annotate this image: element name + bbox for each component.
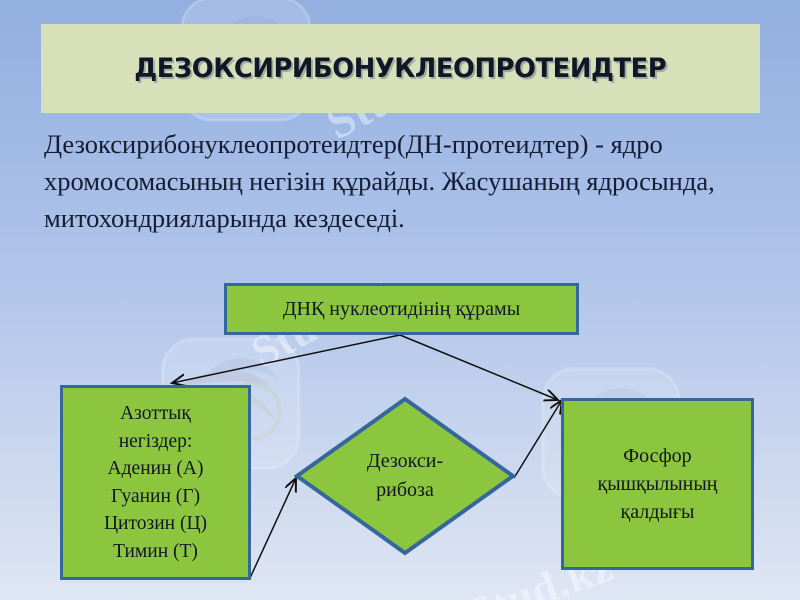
body-paragraph: Дезоксирибонуклеопротеидтер(ДН-протеидте… [44,129,715,233]
node-left-line: Тимин (Т) [113,540,198,562]
title-banner: ДЕЗОКСИРИБОНУКЛЕОПРОТЕИДТЕР [41,24,760,113]
node-right-line: қалдығы [620,501,695,523]
diagram-node-right-label: Фосфор қышқылының қалдығы [598,442,718,526]
node-left-line: Цитозин (Ц) [103,513,208,534]
node-left-line: Аденин (А) [107,458,204,479]
page-title: ДЕЗОКСИРИБОНУКЛЕОПРОТЕИДТЕР [134,53,667,84]
diagram-node-top-label: ДНҚ нуклеотидінің құрамы [282,297,521,320]
diagram-node-right[interactable]: Фосфор қышқылының қалдығы [561,398,754,570]
diagram-node-top[interactable]: ДНҚ нуклеотидінің құрамы [224,283,579,335]
diamond-shape-icon [293,396,517,556]
node-right-line: қышқылының [597,473,718,495]
node-left-line: негіздер: [118,430,193,452]
node-left-line: Азоттық [120,403,191,424]
diagram-node-center[interactable]: Дезокси- рибоза [293,396,517,556]
node-center-line: Дезокси- [366,450,444,472]
node-center-line: рибоза [376,479,434,501]
diagram-node-left-label: Азоттық негіздер: Аденин (А) Гуанин (Г) … [104,400,207,565]
node-right-line: Фосфор [623,445,692,467]
connector-left-to-center [249,478,296,579]
diagram-node-left[interactable]: Азоттық негіздер: Аденин (А) Гуанин (Г) … [60,385,251,580]
diagram-node-center-label: Дезокси- рибоза [294,396,516,556]
connector-top-to-right [399,334,558,400]
node-left-line: Гуанин (Г) [110,485,201,507]
connector-top-to-left [172,334,401,383]
connector-center-to-right [513,400,562,479]
